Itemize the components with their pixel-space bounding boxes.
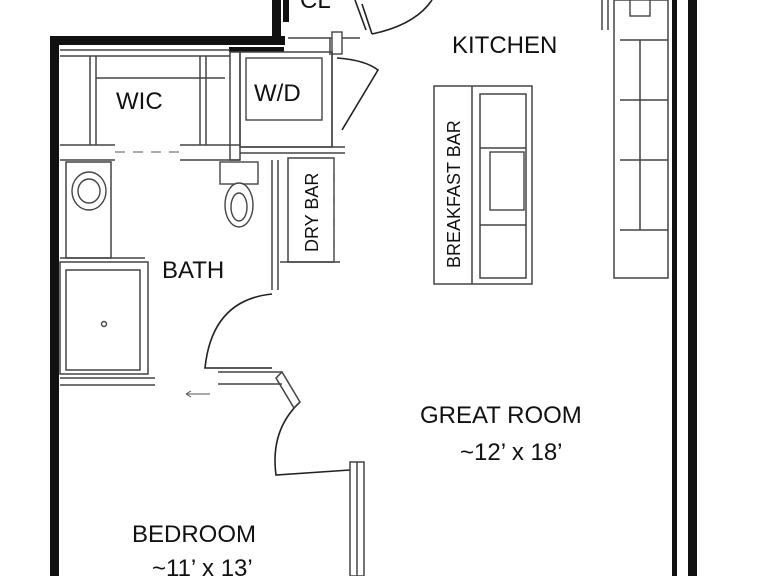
closet-door: [361, 3, 373, 35]
laundry-room: [239, 51, 380, 154]
right-exterior-wall: [688, 0, 697, 576]
wd-label: W/D: [254, 80, 301, 107]
exterior-walls: [50, 0, 697, 576]
great-room-label: GREAT ROOM: [420, 402, 582, 429]
dry-bar-label: DRY BAR: [302, 173, 322, 252]
counter-right: [613, 0, 669, 279]
bedroom-label: BEDROOM: [132, 521, 256, 548]
closet-door-leaf: [354, 0, 367, 31]
closet-door-swing: [371, 0, 433, 35]
bath-door: [204, 293, 273, 369]
kitchen-area: [433, 0, 669, 285]
toilet-tank: [219, 161, 259, 185]
top-left-exterior-wall: [50, 36, 285, 45]
wic-label: WIC: [116, 88, 163, 115]
laundry-door: [336, 57, 380, 131]
closet-label: CL: [300, 0, 331, 14]
closet-area: [288, 0, 433, 55]
left-exterior-wall: [50, 36, 59, 576]
breakfast-bar-label: BREAKFAST BAR: [444, 120, 464, 268]
wic-room: [60, 49, 241, 161]
dry-bar-area: [280, 157, 340, 263]
island: [479, 93, 527, 279]
great-room-size: ~12’ x 18’: [460, 439, 563, 466]
top-notch-wall-inner: [283, 0, 289, 22]
bedroom-size: ~11’ x 13’: [152, 555, 253, 576]
right-exterior-wall-inner: [672, 0, 677, 576]
island-sink: [489, 151, 525, 211]
bedroom-great-room-area: [274, 370, 365, 576]
wic-top-wall: [229, 47, 284, 52]
kitchen-label: KITCHEN: [452, 32, 557, 59]
top-notch-wall: [272, 0, 281, 45]
shower: [59, 261, 149, 375]
breakfast-bar-outline: [433, 85, 533, 285]
bath-room: [59, 160, 282, 398]
bath-label: BATH: [162, 257, 224, 284]
bedroom-door: [274, 401, 351, 476]
